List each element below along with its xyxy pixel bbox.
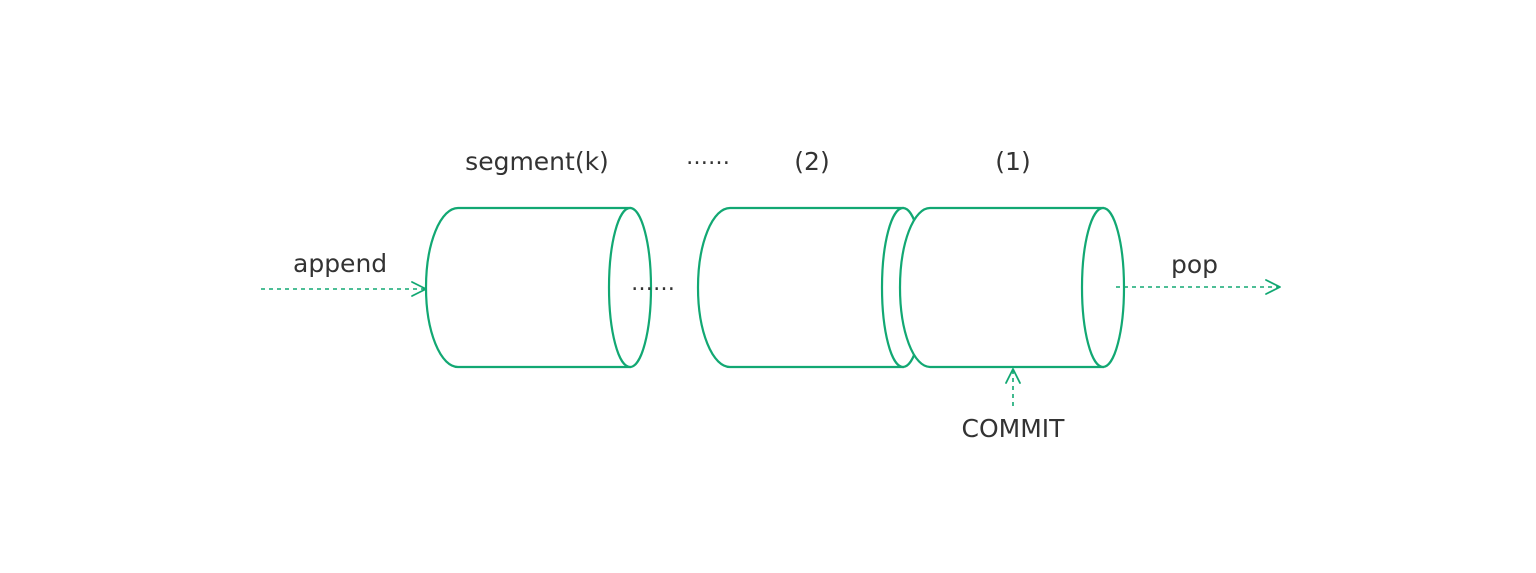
- segment-2-label: (2): [794, 147, 829, 176]
- segment-1-cylinder: [898, 206, 1126, 369]
- commit-label: COMMIT: [962, 414, 1066, 443]
- segment-2-cylinder: [696, 206, 926, 369]
- pop-label: pop: [1171, 250, 1218, 279]
- segment-k-label: segment(k): [465, 147, 609, 176]
- commit-arrow: [1005, 368, 1021, 406]
- segment-k-cylinder: [424, 206, 653, 369]
- append-label: append: [293, 249, 387, 278]
- ellipsis-middle: ……: [631, 271, 675, 296]
- append-arrow: [261, 281, 427, 297]
- segment-1-label: (1): [995, 147, 1030, 176]
- pop-arrow: [1116, 279, 1281, 295]
- ellipsis-top: ……: [686, 145, 730, 170]
